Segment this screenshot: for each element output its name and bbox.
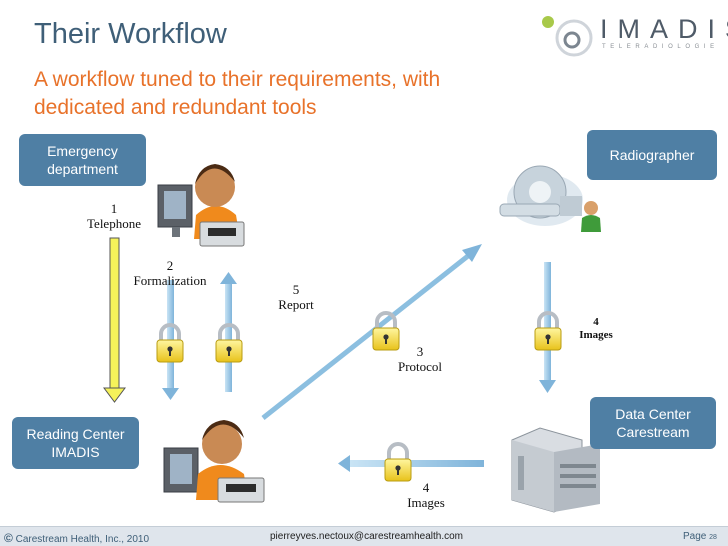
radiographer-node: Radiographer (587, 130, 717, 180)
footer-copyright: © Carestream Health, Inc., 2010 (4, 531, 149, 545)
emergency-operator-icon (157, 164, 245, 247)
formalization-arrow (162, 280, 179, 400)
page-label: Page (683, 531, 707, 542)
telephone-arrow (103, 237, 126, 403)
slide-footer: © Carestream Health, Inc., 2010 pierreyv… (0, 526, 728, 546)
node-label: IMADIS (51, 444, 100, 460)
logo-circles-icon (542, 16, 593, 57)
step-number: 1 (110, 201, 118, 216)
scanner-icon (499, 165, 601, 232)
slide-title: Their Workflow (34, 18, 227, 50)
reading-center-node: Reading Center IMADIS (12, 417, 139, 469)
step-text: Images (407, 495, 445, 510)
copyright-symbol: © (4, 531, 13, 545)
node-label: department (47, 161, 118, 177)
node-label: Carestream (616, 424, 690, 440)
emergency-department-node: Emergency department (19, 134, 146, 186)
node-label: Emergency (47, 143, 118, 159)
logo-wordmark: IMADIS (600, 14, 728, 44)
copyright-text: Carestream Health, Inc., 2010 (15, 534, 150, 545)
footer-page: Page 28 (683, 531, 717, 542)
data-center-node: Data Center Carestream (590, 397, 716, 449)
step-text: Protocol (397, 359, 443, 374)
step-text: Formalization (133, 273, 207, 288)
step-text: Report (278, 297, 314, 312)
step-protocol-label: 3 Protocol (392, 344, 448, 374)
node-label: Data Center (615, 406, 691, 422)
footer-email: pierreyves.nectoux@carestreamhealth.com (270, 531, 464, 542)
node-label: Radiographer (609, 147, 695, 163)
step-number: 5 (292, 282, 300, 297)
step-number: 2 (166, 258, 174, 273)
report-arrow (220, 272, 237, 392)
step-report-label: 5 Report (270, 282, 322, 312)
step-text: Telephone (87, 216, 141, 231)
lock-icon (383, 442, 413, 483)
step-number: 4 (593, 316, 599, 328)
step-number: 3 (416, 344, 424, 359)
server-icon (511, 427, 600, 513)
page-number: 28 (709, 534, 717, 541)
step-images-right-label: 4 Images (572, 316, 620, 342)
step-telephone-label: 1 Telephone (80, 201, 148, 231)
radiologist-icon (163, 420, 265, 503)
step-images-bottom-label: 4 Images (400, 480, 452, 510)
imadis-logo: IMADIS TELERADIOLOGIE (538, 6, 728, 62)
logo-tagline: TELERADIOLOGIE (602, 44, 719, 50)
images-left-arrow (338, 455, 484, 472)
step-number: 4 (422, 480, 430, 495)
slide-subtitle: A workflow tuned to their requirements, … (34, 68, 441, 119)
protocol-arrow (261, 244, 482, 420)
node-label: Reading Center (26, 426, 125, 442)
images-down-arrow (539, 262, 556, 393)
step-text: Images (579, 329, 613, 341)
step-formalization-label: 2 Formalization (124, 258, 216, 288)
